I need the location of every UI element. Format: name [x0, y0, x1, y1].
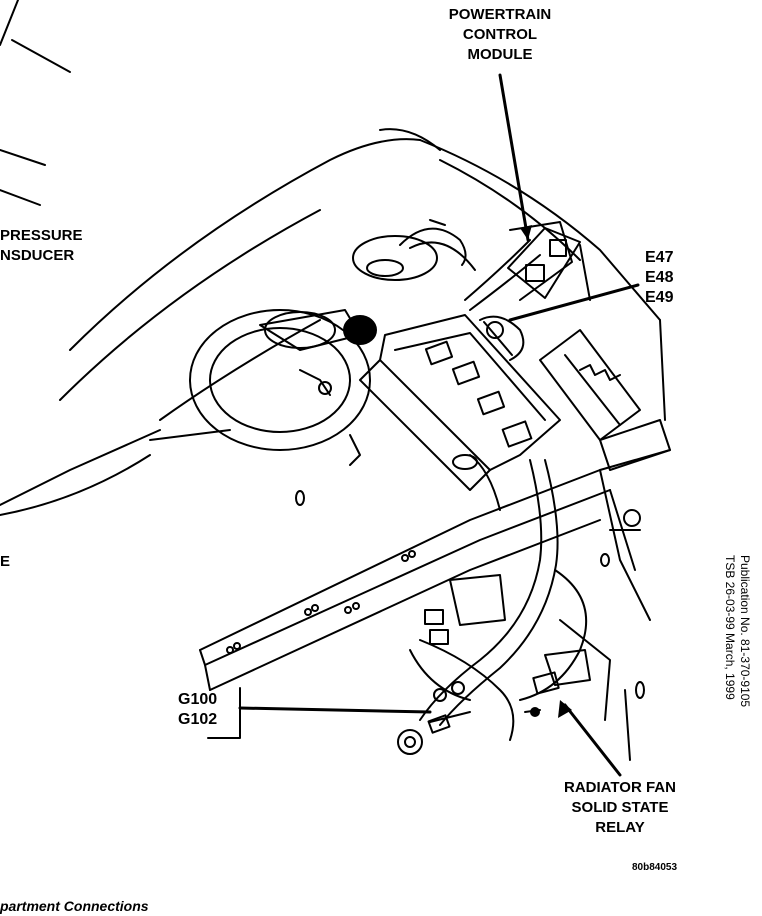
wiring-harness-lower — [397, 454, 631, 761]
power-distribution-center — [359, 314, 561, 491]
pcm-label-line3: MODULE — [467, 46, 533, 63]
publication-line1: Publication No. 81-370-9105 — [738, 555, 752, 708]
pressure-transducer-label: PRESSURE NSDUCER — [0, 226, 83, 266]
pressure-transducer-line1: PRESSURE — [0, 227, 83, 244]
brake-booster — [189, 235, 438, 466]
pressure-transducer-line2: NSDUCER — [0, 247, 75, 264]
pcm-label: POWERTRAIN CONTROL MODULE — [430, 5, 570, 65]
figure-id: 80b84053 — [632, 862, 678, 873]
battery-module — [539, 319, 671, 471]
publication-info: Publication No. 81-370-9105 TSB 26-03-99… — [722, 555, 752, 707]
g102-label: G102 — [178, 711, 218, 728]
e47-label: E47 — [645, 249, 674, 266]
arrowheads — [520, 225, 572, 718]
callout-boxes — [207, 221, 573, 739]
fan-relay-label: RADIATOR FAN SOLID STATE RELAY — [535, 778, 705, 838]
pcm-label-line1: POWERTRAIN — [448, 6, 552, 23]
left-fragment-label: E — [0, 553, 11, 570]
e48-label: E48 — [645, 269, 674, 286]
g100-label: G100 — [178, 691, 218, 708]
leader-lines — [238, 73, 640, 777]
publication-line2: TSB 26-03-99 March, 1999 — [723, 555, 737, 700]
pressure-transducer-lines — [0, 0, 71, 206]
fan-relay-line1: RADIATOR FAN — [564, 779, 676, 796]
e-codes-label: E47 E48 E49 — [645, 248, 673, 308]
pcm-connectors — [507, 227, 591, 301]
fan-relay-line2: SOLID STATE — [571, 799, 669, 816]
pcm-label-line2: CONTROL — [462, 26, 538, 43]
fan-relay-line3: RELAY — [595, 819, 645, 836]
g-codes-label: G100 G102 — [178, 690, 217, 730]
e49-label: E49 — [645, 289, 674, 306]
wiring-harness-upper — [399, 219, 541, 311]
figure-caption: partment Connections — [0, 898, 149, 914]
radiator-crossmember — [199, 449, 671, 699]
